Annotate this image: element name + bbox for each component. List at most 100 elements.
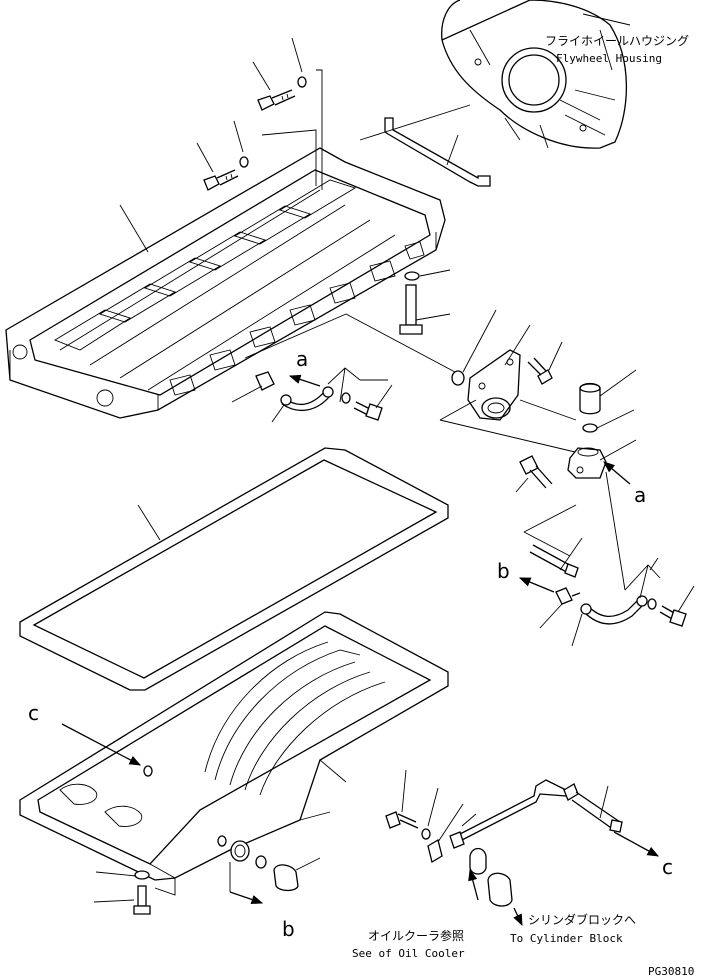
arrow-a-left	[288, 374, 321, 387]
elbow-fitting	[567, 447, 607, 479]
drawing-code: PG30810	[648, 965, 694, 978]
leader-bolt-elbow	[515, 477, 529, 493]
leader-long-bolt	[415, 313, 451, 321]
drain-plug	[273, 864, 299, 892]
leader-bolt-flange	[548, 341, 563, 371]
leader-bolt-1	[252, 61, 271, 91]
oil-pipe-left	[280, 386, 334, 412]
bracket-rod	[384, 117, 491, 187]
arrow-c-right	[613, 831, 660, 857]
plug	[579, 382, 601, 415]
label-cylinder-block-jp: シリンダブロックへ	[528, 912, 636, 927]
leader-pipe-washer	[649, 557, 659, 571]
flywheel-housing	[441, 0, 628, 149]
long-bolt	[399, 284, 423, 335]
leader-washer-bottom-left	[95, 871, 137, 877]
leader-stud	[559, 537, 583, 571]
clip-cooler	[427, 838, 443, 864]
washer-right	[647, 598, 657, 610]
leader-clip	[437, 803, 464, 843]
label-oil-cooler-en: See of Oil Cooler	[352, 947, 465, 960]
pipe-right-bracket	[624, 564, 661, 599]
leader-connector-b	[539, 603, 563, 629]
hose-fitting	[449, 831, 465, 849]
drain-port-c	[143, 765, 153, 777]
bushing	[451, 370, 465, 386]
connector-b	[555, 587, 581, 605]
label-cylinder-block-en: To Cylinder Block	[510, 932, 623, 945]
washer-top-1	[297, 76, 307, 88]
upper-oil-pan	[5, 147, 446, 419]
oil-pipe-right	[580, 595, 648, 625]
ref-b-right: b	[497, 559, 510, 583]
leader-o-ring	[596, 409, 635, 429]
leader-elbow	[599, 439, 637, 461]
bolt-bottom-left	[133, 885, 151, 915]
connector-elbow	[605, 471, 626, 591]
label-flywheel-housing-jp: フライホイールハウジング	[545, 34, 689, 48]
leader-bushing	[462, 309, 497, 373]
washer-top-2	[239, 156, 249, 168]
ref-a-left: a	[296, 347, 308, 371]
flange-bracket	[439, 399, 577, 453]
sleeve	[487, 872, 513, 907]
leader-connector-left	[231, 385, 263, 403]
leader-bolt-bottom-left	[93, 899, 135, 903]
leader-flange	[504, 324, 531, 366]
bracket-lines-left	[244, 313, 456, 373]
connector-left	[255, 371, 275, 391]
ref-a-right: a	[634, 483, 646, 507]
arrow-c-left	[61, 723, 142, 766]
leader-flywheel	[582, 13, 631, 26]
arrow-cylinder-block	[513, 907, 523, 927]
ref-b-bottom: b	[282, 917, 295, 941]
bolt-elbow	[519, 455, 553, 489]
bolt-top-1	[257, 89, 296, 111]
leader-oil-tube	[599, 785, 609, 819]
bolt-group-bracket	[261, 69, 323, 190]
leader-hose-fitting	[461, 813, 477, 827]
leader-washer-cooler	[427, 787, 439, 827]
arrow-a-right	[603, 461, 631, 485]
leader-bolt-right	[677, 585, 695, 613]
bolt-left	[353, 401, 383, 421]
washer-left	[341, 392, 351, 404]
leader-pipe-left	[271, 404, 285, 423]
leader-bolt-2	[196, 142, 214, 173]
bolt-right	[659, 605, 687, 627]
arrow-oil-cooler	[468, 868, 479, 901]
drain-adapter	[230, 840, 250, 862]
flange-plate	[467, 349, 521, 421]
stud-bracket	[523, 504, 577, 557]
gasket-drain	[255, 855, 267, 869]
label-oil-cooler-jp: オイルクーラ参照	[368, 928, 464, 943]
leader-drain-plug	[295, 857, 321, 871]
pipe-left-bracket	[327, 367, 361, 403]
arrow-b-right	[518, 577, 555, 593]
oil-pan	[19, 611, 449, 896]
ref-c-right: c	[662, 855, 673, 879]
washer-cooler	[421, 828, 431, 840]
leader-plug	[599, 369, 637, 397]
leader-pipe-right	[571, 613, 583, 647]
long-stud	[529, 544, 579, 578]
washer-mid	[404, 271, 420, 281]
gasket	[19, 447, 449, 691]
leader-washer-mid	[419, 269, 451, 277]
leader-bracket	[446, 134, 459, 166]
arrow-b-bottom	[229, 891, 264, 905]
leader-bolt-left	[375, 384, 393, 409]
bolt-cooler	[385, 811, 419, 829]
bolt-top-2	[203, 169, 239, 191]
leader-oil-pan	[319, 759, 347, 783]
washer-bottom-left	[134, 870, 150, 880]
leader-upper-pan	[119, 204, 149, 253]
leader-bolt-cooler	[401, 769, 407, 813]
clamp	[469, 847, 487, 875]
leader-washer-1	[291, 37, 303, 73]
ref-c-left: c	[28, 701, 39, 725]
washer-drain	[217, 835, 227, 847]
leader-flywheel-housing	[359, 104, 471, 141]
leader-washer-2	[233, 120, 244, 153]
